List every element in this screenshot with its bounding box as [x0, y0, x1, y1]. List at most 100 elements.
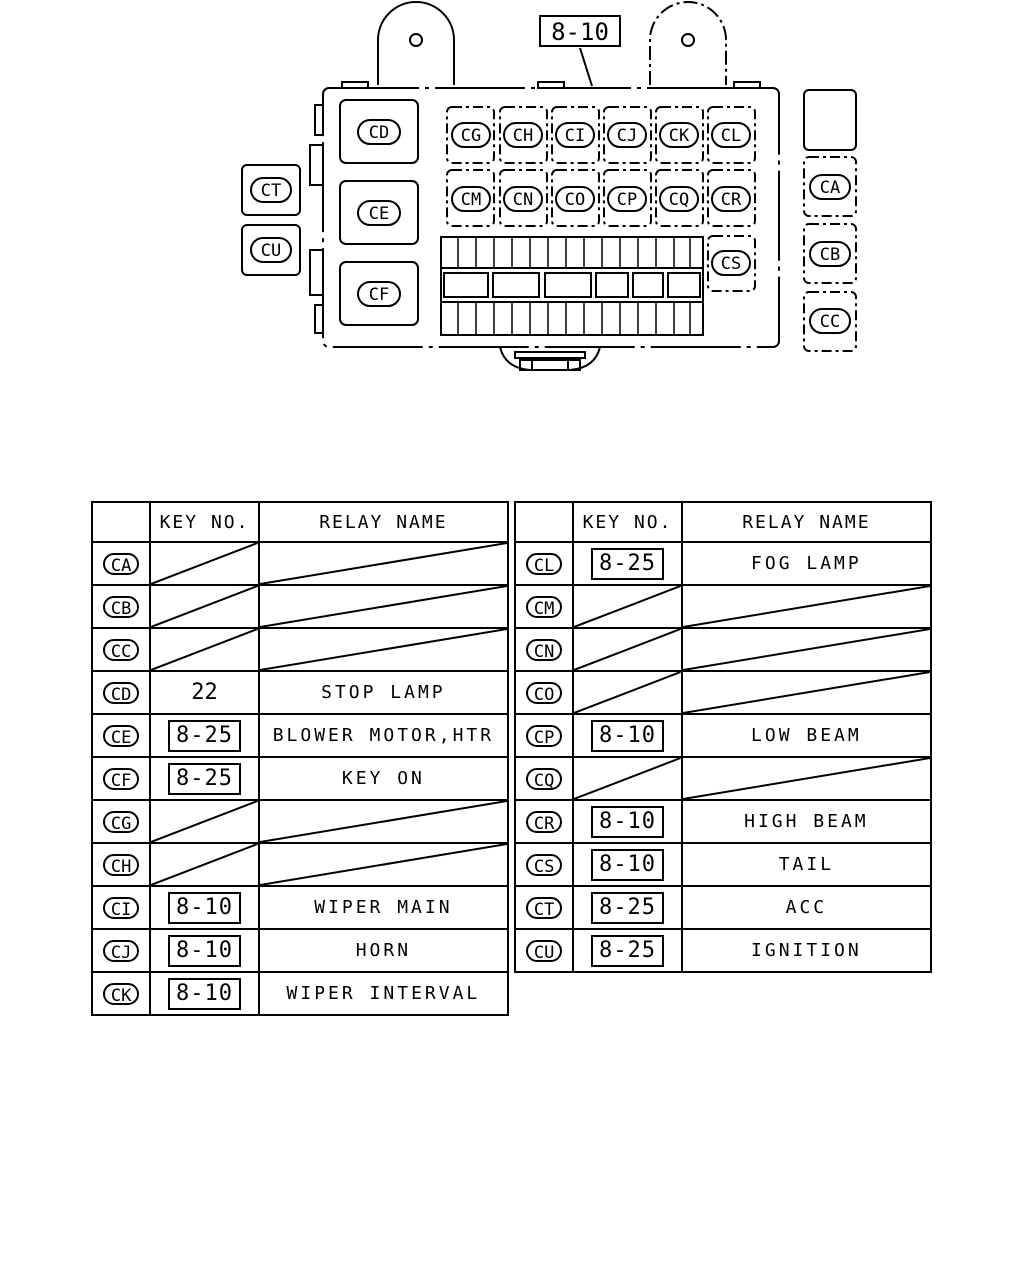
relay-code: CL: [526, 552, 563, 576]
relay-code: CA: [103, 552, 140, 576]
relay-label-cu: CU: [261, 241, 281, 261]
relay-label-cg: CG: [461, 126, 481, 146]
relay-name: LOW BEAM: [751, 725, 862, 746]
relay-code: CI: [103, 896, 140, 920]
relay-name-cell: LOW BEAM: [680, 713, 933, 758]
callout-box: [539, 15, 621, 47]
relay-name-cell: [257, 842, 510, 887]
relay-code-cell: CE: [90, 713, 152, 758]
key-no-cell: 8-25: [149, 756, 260, 801]
relay-code-cell: CL: [513, 541, 575, 586]
key-no: 8-10: [168, 891, 242, 924]
relay-code: CO: [526, 681, 563, 705]
relay-label-cs: CS: [721, 254, 741, 274]
relay-name-cell: FOG LAMP: [680, 541, 933, 586]
key-no-cell: 8-10: [149, 885, 260, 930]
relay-label-ch: CH: [513, 126, 533, 146]
relay-code: CT: [526, 896, 563, 920]
relay-code-cell: CN: [513, 627, 575, 672]
key-no: 8-25: [168, 719, 242, 752]
key-no: 8-25: [591, 934, 665, 967]
empty-cell-diagonal: [683, 672, 930, 713]
table-row: CN: [513, 627, 933, 672]
empty-cell-diagonal: [683, 586, 930, 627]
table-row: CC: [90, 627, 510, 672]
relay-name: ACC: [785, 897, 828, 918]
relay-code: CP: [526, 724, 563, 748]
key-no-cell: [149, 799, 260, 844]
table-row: CM: [513, 584, 933, 629]
relay-name: STOP LAMP: [321, 682, 446, 703]
empty-cell-diagonal: [260, 543, 507, 584]
key-no-cell: 8-25: [572, 928, 683, 973]
relay-code: CB: [103, 595, 140, 619]
relay-code: CR: [526, 810, 563, 834]
key-no-cell: [572, 627, 683, 672]
header-relay-name: RELAY NAME: [257, 501, 510, 543]
table-row: CP 8-10 LOW BEAM: [513, 713, 933, 758]
relay-code-cell: CH: [90, 842, 152, 887]
header-key-no: KEY NO.: [149, 501, 260, 543]
key-no-cell: 8-25: [572, 885, 683, 930]
empty-cell-diagonal: [574, 586, 681, 627]
relay-name-cell: [257, 584, 510, 629]
relay-name: FOG LAMP: [751, 553, 862, 574]
relay-code: CH: [103, 853, 140, 877]
fuse-block: [440, 236, 704, 336]
relay-code-cell: CI: [90, 885, 152, 930]
key-no-cell: 8-10: [572, 842, 683, 887]
relay-name-cell: ACC: [680, 885, 933, 930]
relay-label-cb: CB: [820, 245, 840, 265]
relay-code: CQ: [526, 767, 563, 791]
relay-code: CJ: [103, 939, 140, 963]
table-row: CT 8-25 ACC: [513, 885, 933, 930]
mount-ear-left: [377, 1, 455, 85]
table-header-row: KEY NO. RELAY NAME: [513, 501, 933, 543]
table-row: CJ 8-10 HORN: [90, 928, 510, 973]
relay-name-cell: BLOWER MOTOR,HTR: [257, 713, 510, 758]
relay-label-ci: CI: [565, 126, 585, 146]
relay-code: CC: [103, 638, 140, 662]
relay-label-ct: CT: [261, 181, 281, 201]
empty-cell-diagonal: [260, 844, 507, 885]
mount-ear-right: [649, 1, 727, 85]
empty-cell-diagonal: [683, 629, 930, 670]
key-no-cell: 22: [149, 670, 260, 715]
relay-name-cell: STOP LAMP: [257, 670, 510, 715]
relay-name-cell: [257, 627, 510, 672]
relay-name: IGNITION: [751, 940, 862, 961]
table-row: CB: [90, 584, 510, 629]
relay-name: HORN: [355, 940, 412, 961]
relay-code: CG: [103, 810, 140, 834]
relay-label-ck: CK: [669, 126, 690, 146]
relay-label-cn: CN: [513, 190, 533, 210]
relay-code-cell: CA: [90, 541, 152, 586]
relay-label-cq: CQ: [669, 190, 689, 210]
empty-cell-diagonal: [151, 844, 258, 885]
header-relay-name: RELAY NAME: [680, 501, 933, 543]
callout-label: 8-10: [551, 18, 609, 46]
relay-label-cp: CP: [617, 190, 637, 210]
empty-cell-diagonal: [260, 801, 507, 842]
key-no: 8-25: [591, 891, 665, 924]
relay-code: CD: [103, 681, 140, 705]
relay-code-cell: CC: [90, 627, 152, 672]
relay-code-cell: CD: [90, 670, 152, 715]
relay-label-cl: CL: [721, 126, 741, 146]
relay-name-cell: KEY ON: [257, 756, 510, 801]
key-no: 8-10: [591, 719, 665, 752]
key-no: 22: [191, 680, 218, 705]
key-no-cell: 8-10: [572, 713, 683, 758]
key-no-cell: 8-10: [149, 928, 260, 973]
empty-cell-diagonal: [151, 586, 258, 627]
relay-name: KEY ON: [341, 768, 425, 789]
key-no-cell: [572, 670, 683, 715]
table-row: CA: [90, 541, 510, 586]
relay-name-cell: [257, 541, 510, 586]
